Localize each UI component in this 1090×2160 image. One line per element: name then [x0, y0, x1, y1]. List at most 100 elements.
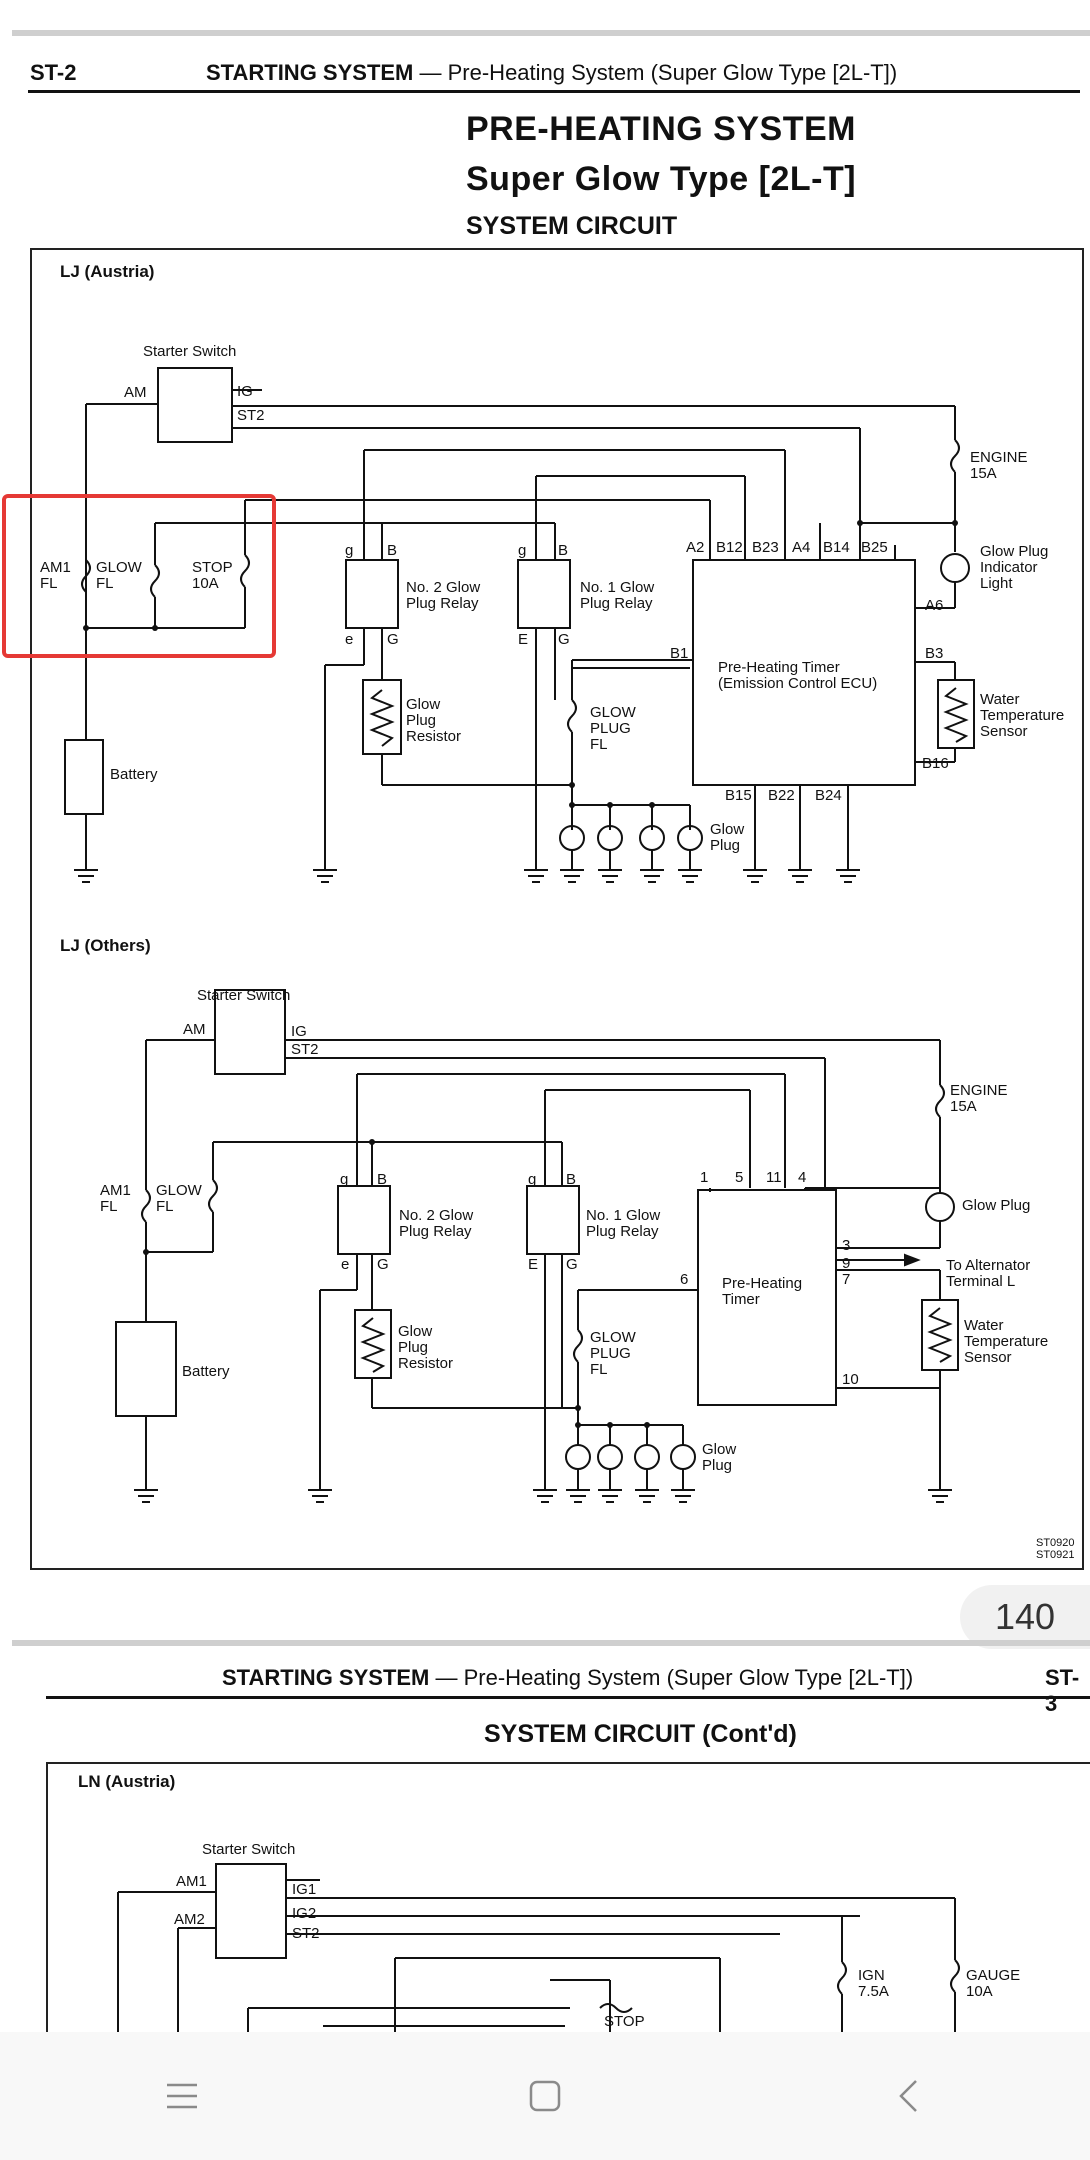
page2-header-rest: — Pre-Heating System (Super Glow Type [2… — [429, 1665, 914, 1690]
relay1-g-label: g — [518, 542, 527, 559]
back-button[interactable] — [868, 2056, 948, 2136]
page2-header-rule — [46, 1696, 1090, 1699]
page-number: 140 — [994, 1596, 1056, 1637]
glow-plug-fl-label-1: GLOW PLUG FL — [590, 704, 636, 753]
glow-fl-label-2: GLOW FL — [156, 1182, 202, 1215]
timer2-pin-4: 4 — [798, 1169, 807, 1186]
resistor-label-2: Glow Plug Resistor — [398, 1323, 454, 1372]
page2-diagram-frame — [46, 1762, 1090, 2064]
pre-heating-timer-1 — [692, 559, 916, 786]
relay1-gu-label-2: G — [566, 1256, 578, 1273]
relay1-e-label: E — [518, 631, 529, 648]
page2-ig2-label: IG2 — [292, 1905, 317, 1922]
relay2-g-label: g — [345, 542, 354, 559]
page2-starter-switch-label: Starter Switch — [202, 1841, 296, 1858]
page2-title: SYSTEM CIRCUIT (Cont'd) — [484, 1720, 797, 1748]
starter-switch-label-2: Starter Switch — [197, 987, 291, 1004]
menu-button[interactable] — [142, 2056, 222, 2136]
diagram-codes: ST0920 ST0921 — [1036, 1537, 1075, 1561]
relay1-label: No. 1 Glow Plug Relay — [580, 579, 655, 612]
alternator-label: To Alternator Terminal L — [946, 1257, 1031, 1290]
pin-b3: B3 — [925, 645, 944, 662]
water-temp-label-1: Water Temperature Sensor — [980, 691, 1065, 740]
page2-st2-label: ST2 — [292, 1925, 320, 1942]
no2-relay-1 — [345, 559, 399, 629]
pre-heating-timer-2 — [697, 1189, 837, 1406]
engine-fuse-label-2: ENGINE 15A — [950, 1082, 1008, 1115]
am1-fl-label: AM1 FL — [40, 559, 71, 592]
relay2-b-label: B — [387, 542, 398, 559]
timer2-pin-10: 10 — [842, 1371, 859, 1388]
pin-a6: A6 — [925, 597, 944, 614]
menu-icon — [166, 2083, 197, 2109]
relay2-label: No. 2 Glow Plug Relay — [406, 579, 481, 612]
page2-header-bold: STARTING SYSTEM — [222, 1665, 430, 1690]
timer2-pin-1: 1 — [700, 1169, 709, 1186]
page2-stop-label: STOP — [604, 2013, 645, 2030]
no1-relay-2 — [526, 1185, 580, 1255]
starter-switch-2 — [214, 989, 286, 1075]
glow-fl-label: GLOW FL — [96, 559, 142, 592]
region-label-2: LJ (Others) — [60, 936, 151, 955]
page2-region-label: LN (Austria) — [78, 1772, 176, 1791]
ig-label: IG — [237, 383, 253, 400]
timer-pin-a2: A2 — [686, 539, 705, 556]
relay2-gu-label-2: G — [377, 1256, 389, 1273]
glow-plug-resistor-2 — [354, 1309, 392, 1379]
relay1-b-label-2: B — [566, 1171, 577, 1188]
page2-am1-label: AM1 — [176, 1873, 207, 1890]
timer-pin-b12: B12 — [716, 539, 743, 556]
timer-pin-a4: A4 — [792, 539, 811, 556]
starter-switch-label: Starter Switch — [143, 343, 237, 360]
header-bold: STARTING SYSTEM — [206, 60, 414, 85]
indicator-label: Glow Plug Indicator Light — [980, 543, 1049, 592]
page2-ig1-label: IG1 — [292, 1881, 317, 1898]
relay2-e-label: e — [345, 631, 354, 648]
pin-b1: B1 — [670, 645, 689, 662]
page2-ign-label: IGN 7.5A — [858, 1967, 889, 2000]
timer2-pin-9: 9 — [842, 1255, 851, 1272]
timer-pin-b23: B23 — [752, 539, 779, 556]
glow-plug-label-2: Glow Plug — [702, 1441, 737, 1474]
glow-plug-fl-label-2: GLOW PLUG FL — [590, 1329, 636, 1378]
timer2-pin-5: 5 — [735, 1169, 744, 1186]
am-label-2: AM — [183, 1021, 206, 1038]
relay1-label-2: No. 1 Glow Plug Relay — [586, 1207, 661, 1240]
relay1-b-label: B — [558, 542, 569, 559]
battery-2 — [115, 1321, 177, 1417]
timer2-pin-3: 3 — [842, 1237, 851, 1254]
water-temp-sensor-1 — [937, 679, 975, 749]
relay1-gu-label: G — [558, 631, 570, 648]
page2-gauge-label: GAUGE 10A — [966, 1967, 1021, 2000]
page-header: STARTING SYSTEM — Pre-Heating System (Su… — [206, 60, 897, 86]
timer-pin-b14: B14 — [823, 539, 850, 556]
page-separator — [12, 1640, 1090, 1646]
relay2-label-2: No. 2 Glow Plug Relay — [399, 1207, 474, 1240]
relay2-g-label-2: g — [340, 1171, 349, 1188]
st2-label: ST2 — [237, 407, 265, 424]
highlight-annotation — [2, 494, 276, 658]
relay2-e-label-2: e — [341, 1256, 350, 1273]
resistor-label-1: Glow Plug Resistor — [406, 696, 462, 745]
st2-label-2: ST2 — [291, 1041, 319, 1058]
pin-b16: B16 — [922, 755, 949, 772]
region-label-1: LJ (Austria) — [60, 262, 155, 281]
glow-plug-label-1: Glow Plug — [710, 821, 745, 854]
section-title: SYSTEM CIRCUIT — [466, 212, 678, 240]
am1-fl-label-2: AM1 FL — [100, 1182, 131, 1215]
page-separator-top — [12, 30, 1090, 36]
header-rule — [28, 90, 1080, 93]
timer-pin-b24: B24 — [815, 787, 842, 804]
am-label: AM — [124, 384, 147, 401]
relay2-b-label-2: B — [377, 1171, 388, 1188]
timer-pin-b25: B25 — [861, 539, 888, 556]
battery-label-2: Battery — [182, 1363, 230, 1380]
relay2-gu-label: G — [387, 631, 399, 648]
home-square-icon — [529, 2080, 561, 2112]
timer2-pin-6: 6 — [680, 1271, 689, 1288]
page2-header: STARTING SYSTEM — Pre-Heating System (Su… — [222, 1665, 913, 1691]
page2-label: ST-3 — [1045, 1665, 1080, 1716]
timer2-pin-11: 11 — [766, 1169, 782, 1186]
home-button[interactable] — [505, 2056, 585, 2136]
water-temp-label-2: Water Temperature Sensor — [964, 1317, 1049, 1366]
